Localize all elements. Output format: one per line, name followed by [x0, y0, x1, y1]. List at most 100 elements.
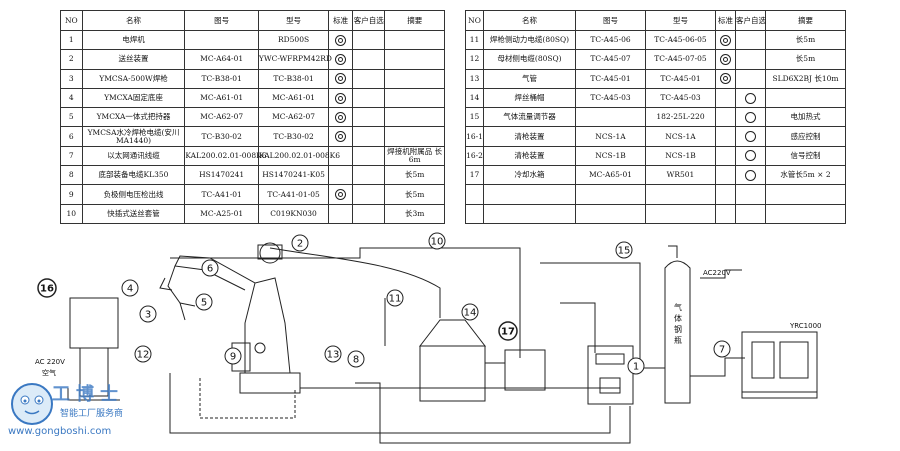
callout-10: 10 — [428, 232, 446, 250]
optional-mark-cell — [352, 184, 386, 205]
standard-mark-cell — [715, 126, 736, 147]
standard-mark-cell — [715, 87, 736, 109]
callout-15: 15 — [615, 241, 633, 259]
watermark: 工博士 智能工厂服务商 www.gongboshi.com — [8, 378, 168, 448]
optional-mark-cell — [735, 87, 766, 109]
cell-name: YMCXA一体式把持器 — [81, 107, 186, 128]
svg-text:15: 15 — [618, 246, 631, 257]
cell-no: 1 — [60, 29, 83, 51]
left-header-cell: NO — [60, 10, 83, 31]
right-header-cell: 标准 — [715, 10, 736, 31]
svg-text:6: 6 — [207, 264, 213, 275]
cell-model: NCS-1A — [645, 126, 716, 147]
standard-mark-cell — [715, 184, 736, 205]
cell-model: MC-A61-01 — [257, 87, 330, 109]
cable-route-bottom2 — [355, 382, 631, 444]
label-controller: YRC1000 — [789, 322, 822, 330]
left-header-cell: 摘要 — [384, 10, 445, 31]
standard-mark-cell — [328, 184, 354, 205]
cell-note: 长5m — [384, 184, 445, 205]
cell-no — [465, 203, 484, 224]
svg-text:7: 7 — [719, 345, 725, 356]
optional-mark-icon — [745, 150, 756, 162]
standard-mark-icon — [720, 73, 731, 85]
callout-9: 9 — [224, 347, 242, 365]
svg-text:16: 16 — [40, 284, 54, 295]
svg-text:14: 14 — [464, 308, 477, 319]
cell-drawing: TC-A41-01 — [184, 184, 259, 205]
cell-name: 送丝装置 — [81, 49, 186, 70]
cell-note — [384, 29, 445, 51]
left-header-cell: 名称 — [81, 10, 186, 31]
cell-model: RD500S — [257, 29, 330, 51]
svg-text:3: 3 — [145, 310, 151, 321]
cell-note — [384, 107, 445, 128]
standard-mark-icon — [335, 53, 347, 65]
cell-model: TC-A45-07-05 — [645, 49, 716, 70]
cell-drawing: MC-A25-01 — [184, 203, 259, 224]
cell-name: 电焊机 — [81, 29, 186, 51]
water-tank-icon — [504, 349, 546, 391]
standard-mark-cell — [715, 29, 736, 51]
callout-3: 3 — [139, 305, 157, 323]
cell-note: SLD6X2BJ 长10m — [765, 68, 846, 89]
watermark-tagline: 智能工厂服务商 — [60, 409, 124, 419]
cell-no: 14 — [465, 87, 484, 109]
standard-mark-cell — [715, 107, 736, 128]
cell-model: YWC-WFRPM42RD — [257, 49, 332, 70]
cell-drawing: TC-A45-03 — [575, 87, 646, 109]
cell-model: TC-A41-01-05 — [257, 184, 330, 205]
cable-route-gas — [540, 262, 665, 369]
table-row — [465, 184, 846, 205]
optional-mark-cell — [735, 29, 766, 51]
cell-note: 长3m — [384, 203, 445, 224]
cell-drawing: MC-A64-01 — [184, 49, 259, 70]
optional-mark-icon — [745, 111, 756, 123]
optional-mark-cell — [352, 107, 386, 128]
standard-mark-icon — [720, 53, 731, 65]
svg-text:4: 4 — [127, 284, 133, 295]
callout-1: 1 — [627, 357, 645, 375]
optional-mark-cell — [352, 203, 386, 224]
cell-model: C019KN030 — [257, 203, 330, 224]
cell-drawing — [184, 29, 259, 51]
callout-11: 11 — [386, 289, 404, 307]
cell-drawing: MC-A61-01 — [184, 87, 259, 109]
optional-mark-cell — [735, 49, 766, 70]
cell-note: 水管长5m × 2 — [765, 165, 846, 186]
ethernet-cable — [690, 357, 745, 377]
cell-name: YMCSA水冷焊枪电缆(安川MA1440) — [81, 126, 186, 147]
cell-name: 冷却水箱 — [483, 165, 576, 186]
standard-mark-icon — [335, 34, 347, 46]
optional-mark-cell — [735, 68, 766, 89]
cell-drawing: HS1470241 — [184, 165, 259, 186]
svg-text:9: 9 — [230, 352, 236, 363]
standard-mark-cell — [715, 145, 736, 167]
cell-name: 清枪装置 — [483, 126, 576, 147]
callout-8: 8 — [347, 350, 365, 368]
cell-model: MC-A62-07 — [257, 107, 330, 128]
cell-no: 2 — [60, 49, 83, 70]
table-row — [465, 203, 846, 224]
standard-mark-cell — [715, 203, 736, 224]
cell-name: 快插式送丝套管 — [81, 203, 186, 224]
standard-mark-cell — [328, 87, 354, 109]
cell-note: 信号控制 — [765, 145, 846, 167]
cell-drawing — [575, 203, 646, 224]
standard-mark-cell — [715, 49, 736, 70]
svg-text:10: 10 — [431, 237, 444, 248]
standard-mark-icon — [335, 92, 347, 104]
cell-name: 底部装备电缆KL350 — [81, 165, 186, 186]
cell-note: 长5m — [765, 29, 846, 51]
cell-no: 8 — [60, 165, 83, 186]
right-header-cell: NO — [465, 10, 484, 31]
